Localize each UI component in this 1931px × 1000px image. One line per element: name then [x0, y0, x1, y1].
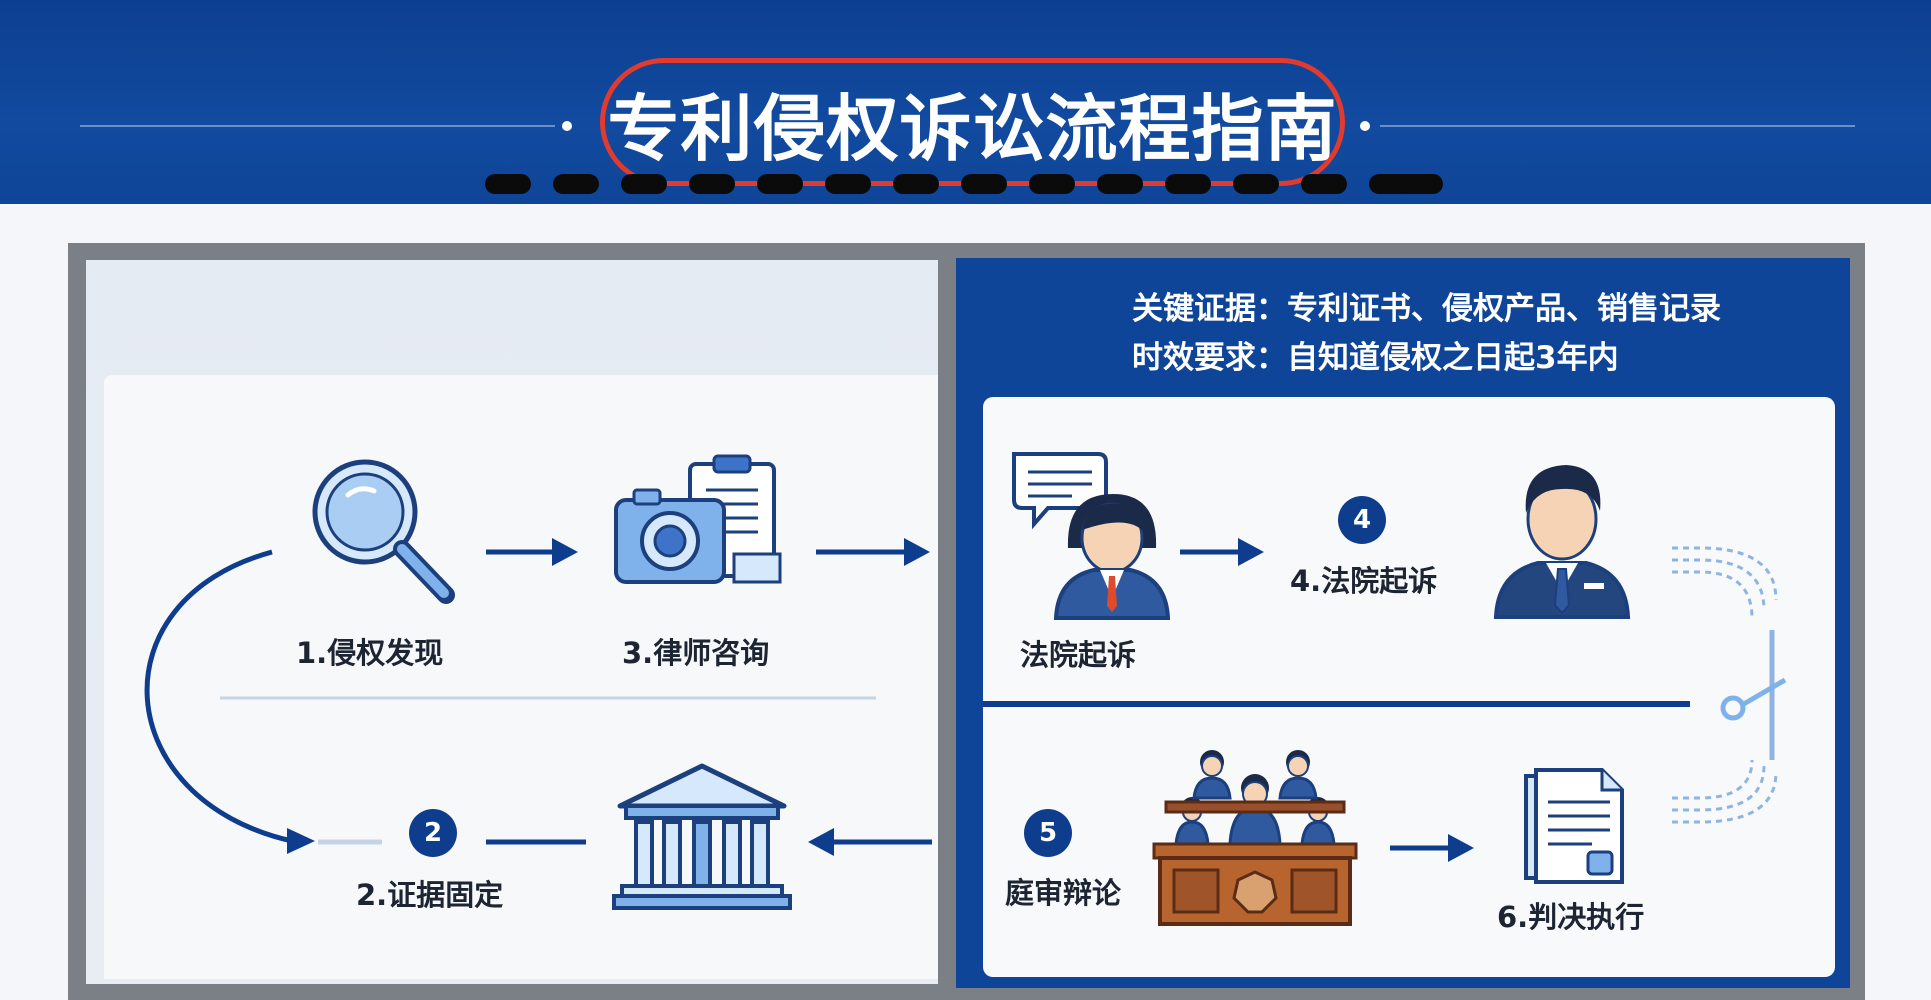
judgment-document-icon [1524, 768, 1624, 884]
header-dot-left [562, 121, 572, 131]
right-card [983, 397, 1835, 977]
lawyer-woman-icon [1012, 452, 1171, 620]
time-limit-text: 时效要求：自知道侵权之日起3年内 [1132, 340, 1619, 376]
key-evidence-text: 关键证据：专利证书、侵权产品、销售记录 [1132, 291, 1721, 327]
courthouse-icon [612, 763, 792, 910]
court-hearing-icon [1152, 750, 1358, 926]
step-2-badge: 2 [409, 809, 457, 857]
step-1-label: 1.侵权发现 [296, 636, 444, 670]
step-4-label: 4.法院起诉 [1290, 564, 1438, 598]
left-card [104, 375, 938, 979]
step-4-badge: 4 [1338, 496, 1386, 544]
camera-clipboard-icon [614, 454, 782, 584]
header-divider-right [1380, 125, 1855, 127]
header-dot-right [1360, 121, 1370, 131]
magnifier-icon [312, 459, 455, 604]
step-3-label: 3.律师咨询 [622, 636, 770, 670]
header-divider-left [80, 125, 555, 127]
step-5-badge: 5 [1024, 809, 1072, 857]
step-5-label: 庭审辩论 [1005, 876, 1122, 910]
curve-arrow-1-to-2 [144, 549, 293, 844]
judge-man-icon [1493, 465, 1631, 619]
court-filing-label: 法院起诉 [1020, 638, 1137, 672]
step-2-label: 2.证据固定 [356, 878, 504, 912]
step-6-label: 6.判决执行 [1497, 900, 1645, 934]
